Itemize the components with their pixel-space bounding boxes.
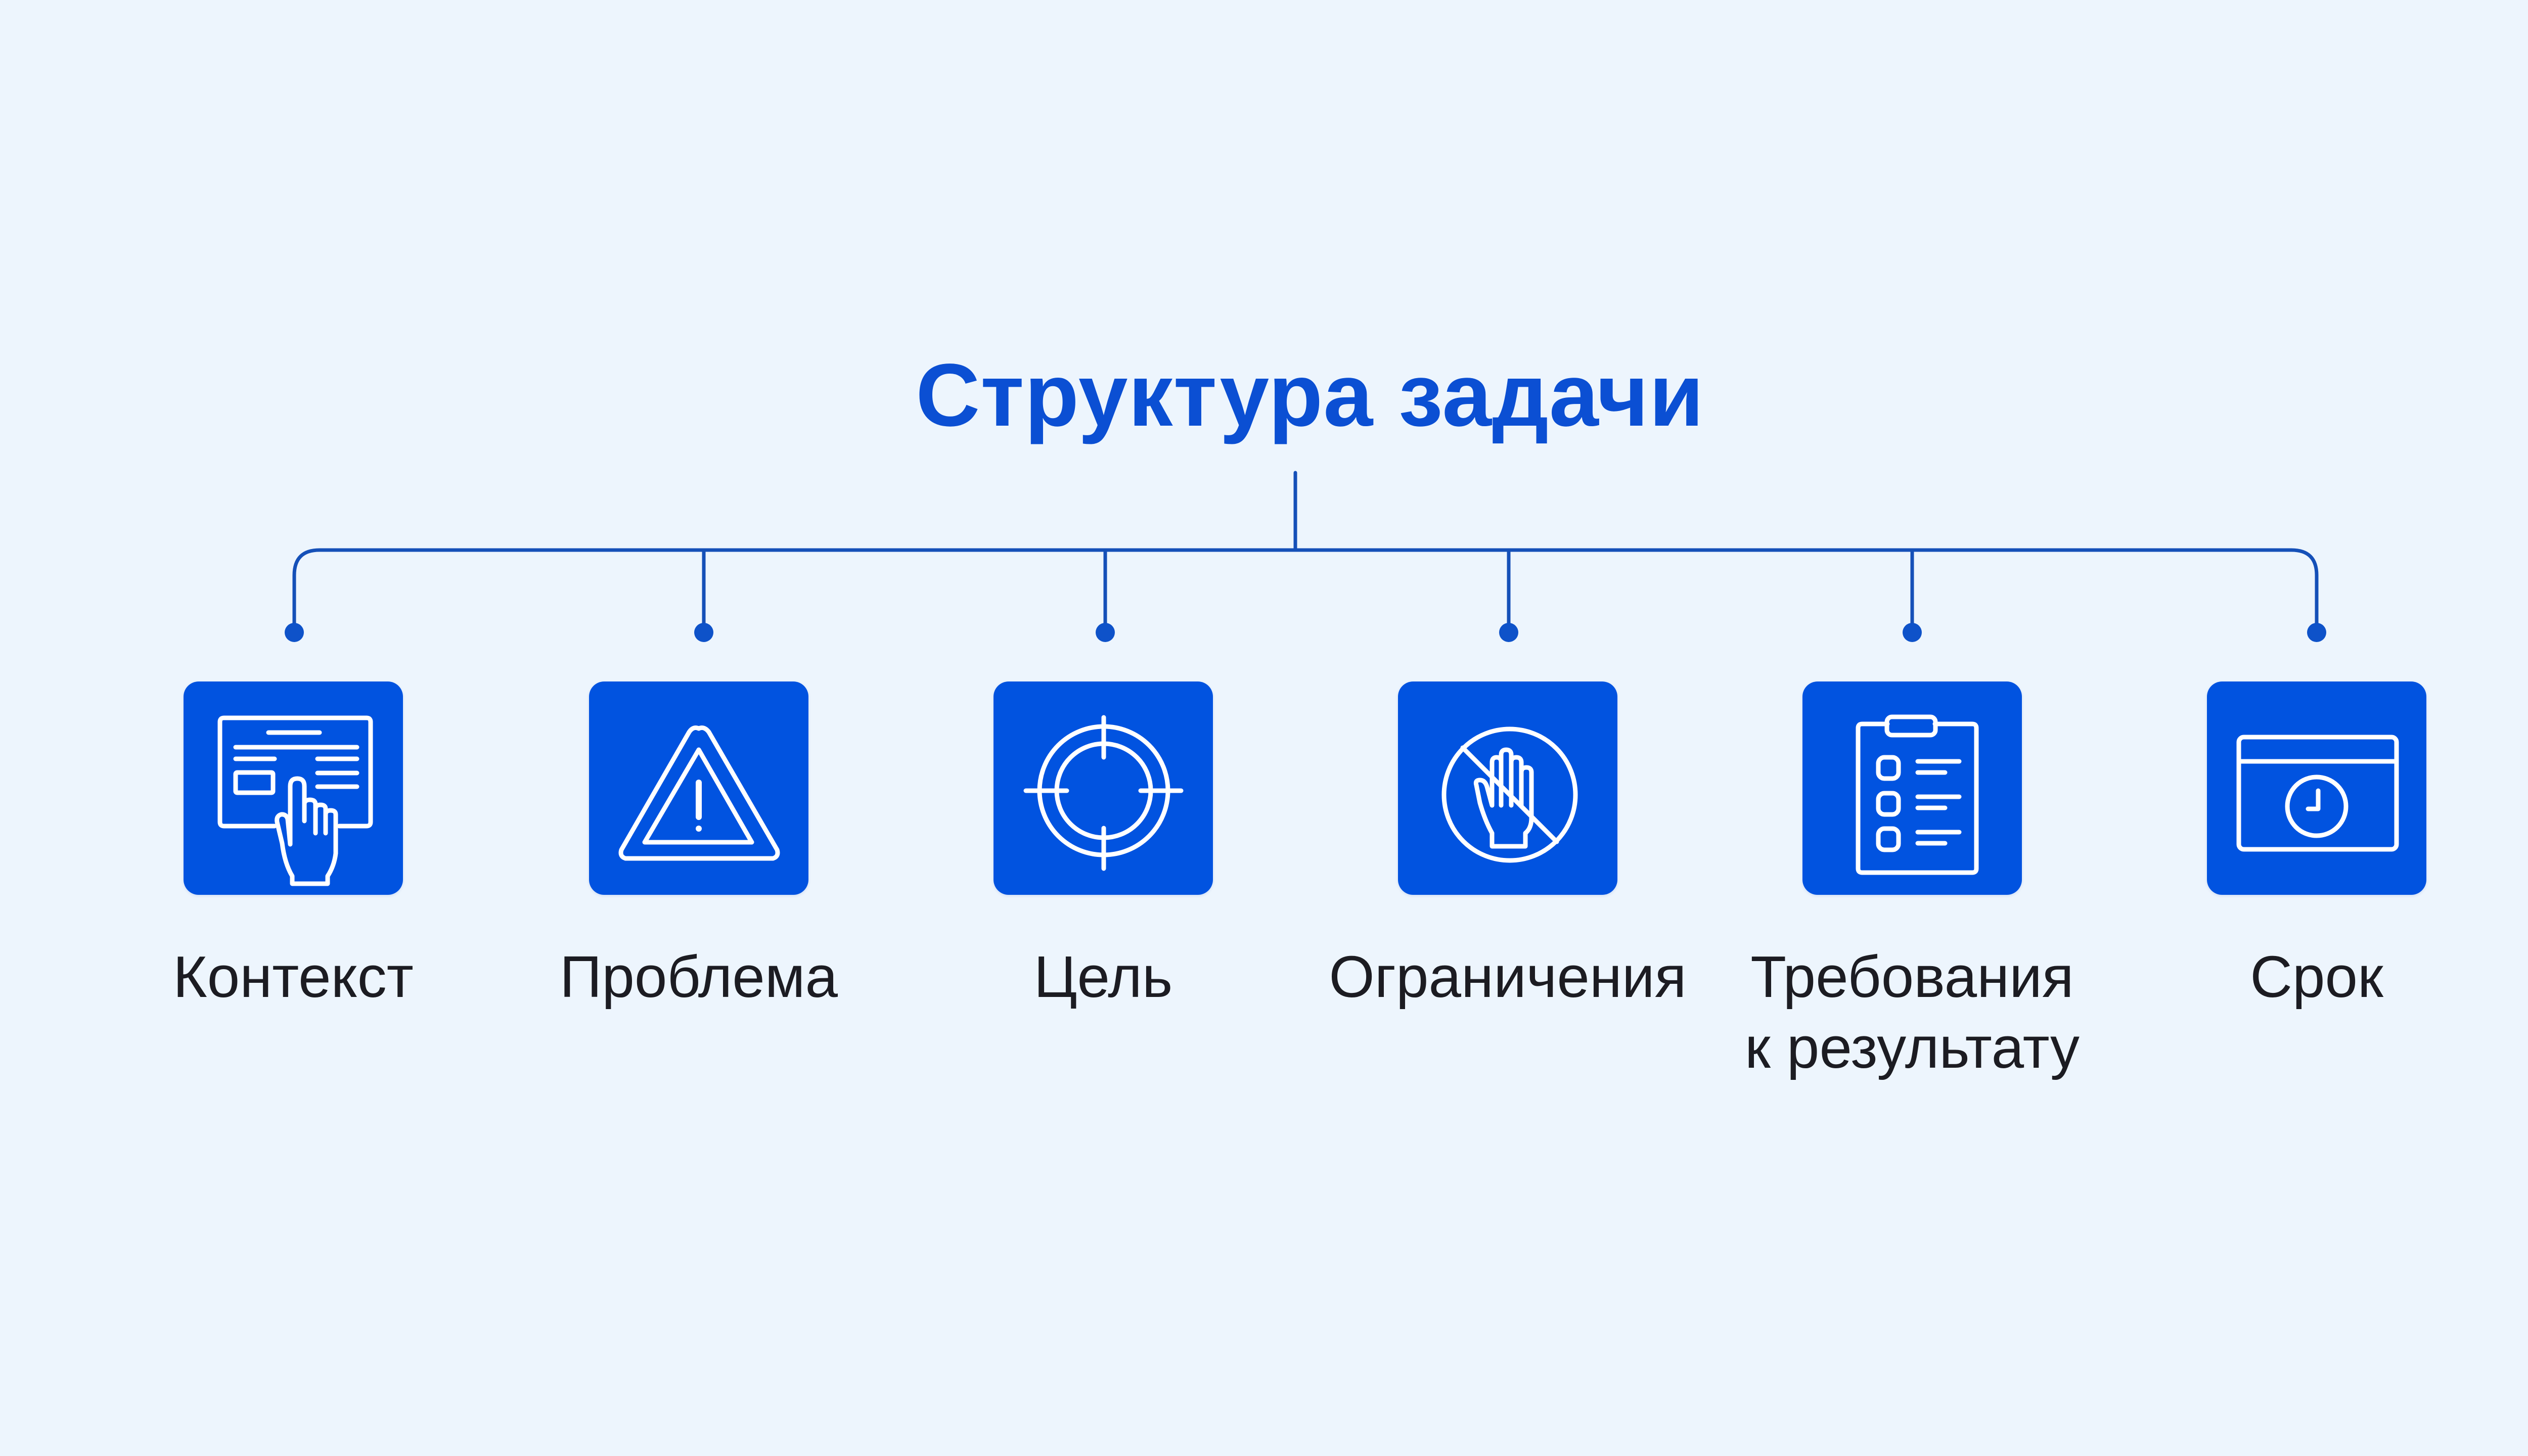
connector-dot-6 — [2307, 623, 2326, 642]
warning-triangle-icon — [618, 725, 780, 861]
constraints-label-text: Ограничения — [1329, 944, 1687, 1010]
connector-dot-4 — [1499, 623, 1518, 642]
requirements-label-line1: Требования — [1750, 944, 2074, 1010]
problem-icon-box[interactable] — [589, 681, 808, 895]
context-icon-box[interactable] — [184, 681, 403, 895]
context-label-text: Контекст — [173, 944, 414, 1010]
deadline-icon-box[interactable] — [2207, 681, 2426, 895]
node-constraints[interactable]: Ограничения — [1329, 681, 1687, 1012]
node-problem[interactable]: Проблема — [522, 681, 876, 1012]
diagram-title: Структура задачи — [916, 346, 1704, 445]
context-label: Контекст — [173, 941, 414, 1012]
calendar-clock-icon — [2236, 735, 2399, 852]
goal-label-text: Цель — [1033, 944, 1173, 1010]
target-crosshair-icon — [1023, 715, 1184, 871]
constraints-label: Ограничения — [1329, 941, 1686, 1012]
connector-dot-3 — [1096, 623, 1115, 642]
node-requirements[interactable]: Требования к результату — [1735, 681, 2089, 1083]
node-deadline[interactable]: Срок — [2140, 681, 2494, 1012]
goal-icon-box[interactable] — [994, 681, 1213, 895]
node-context[interactable]: Контекст — [116, 681, 470, 1012]
requirements-label: Требования к результату — [1745, 941, 2080, 1083]
connector-bar — [292, 548, 2319, 634]
problem-label-text: Проблема — [559, 944, 838, 1010]
node-goal[interactable]: Цель — [926, 681, 1280, 1012]
deadline-label: Срок — [2250, 941, 2383, 1012]
requirements-label-line2: к результату — [1744, 1015, 2080, 1080]
problem-label: Проблема — [560, 941, 838, 1012]
stop-hand-prohibited-icon — [1441, 726, 1578, 863]
requirements-icon-box[interactable] — [1802, 681, 2022, 895]
connector-dot-5 — [1903, 623, 1922, 642]
connector-dot-1 — [285, 623, 304, 642]
connector-dot-2 — [694, 623, 713, 642]
deadline-label-text: Срок — [2250, 944, 2383, 1010]
clipboard-checklist-icon — [1856, 714, 1979, 875]
goal-label: Цель — [1034, 941, 1173, 1012]
screen-with-pointing-hand-icon — [217, 715, 373, 886]
constraints-icon-box[interactable] — [1398, 681, 1617, 895]
